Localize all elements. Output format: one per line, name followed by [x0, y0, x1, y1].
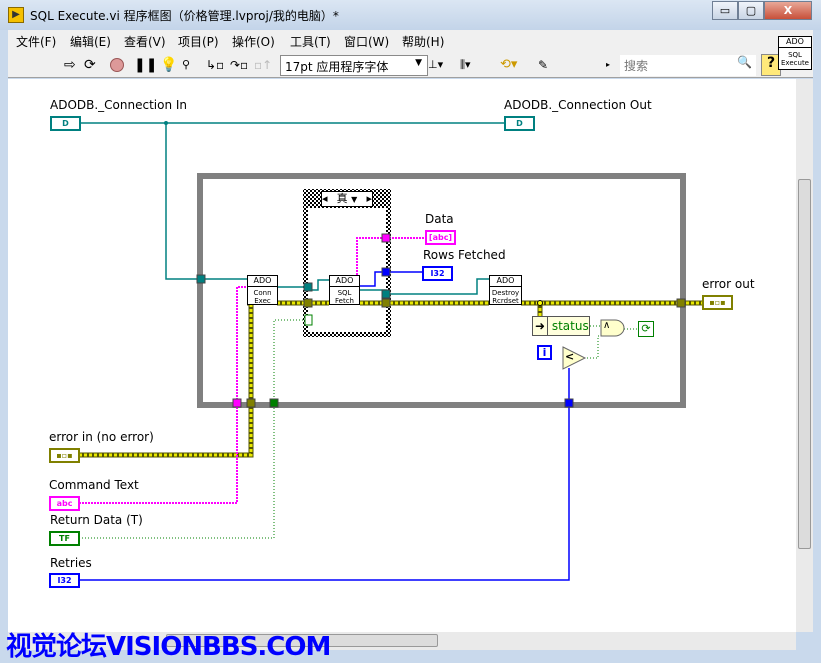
node-line2: Rcrdset	[492, 297, 519, 305]
increment-arrow-icon[interactable]: ▸	[366, 192, 372, 205]
horizontal-scrollbar[interactable]	[8, 632, 796, 650]
and-symbol: ∧	[603, 320, 611, 331]
chevron-down-icon: ▼	[415, 58, 422, 68]
step-into-icon[interactable]: ↳▫	[206, 58, 225, 72]
vi-icon-line2: SQL	[788, 51, 802, 59]
menu-tools[interactable]: 工具(T)	[290, 35, 331, 49]
tunnel-error-out	[676, 298, 686, 308]
search-placeholder: 搜索	[624, 59, 649, 73]
menu-operate[interactable]: 操作(O)	[232, 35, 275, 49]
and-node[interactable]	[600, 319, 625, 337]
node-line2: Exec	[254, 297, 271, 305]
search-input[interactable]: 搜索 🔍	[620, 55, 756, 76]
menu-view[interactable]: 查看(V)	[124, 35, 166, 49]
expand-arrow-icon[interactable]: ▸	[606, 60, 611, 69]
run-arrow-icon[interactable]: ⇨	[64, 57, 76, 73]
conn-in-terminal[interactable]: D	[50, 116, 81, 131]
error-in-label: error in (no error)	[49, 430, 154, 444]
toolbar: ⇨ ⟳ ❚❚ 💡 ⚲ ↳▫ ↷▫ ▫↑ 17pt 应用程序字体 ▼ ⊥▾ ⫼▾ ⟲…	[8, 52, 813, 78]
node-line1: Destroy	[491, 289, 520, 297]
node-line2: Fetch	[335, 297, 354, 305]
labview-icon: ▶	[8, 7, 24, 23]
tunnel-string	[232, 398, 242, 408]
close-button[interactable]: X	[764, 1, 812, 20]
step-out-icon[interactable]: ▫↑	[254, 58, 273, 72]
menu-window[interactable]: 窗口(W)	[344, 35, 390, 49]
node-line1: SQL	[337, 289, 352, 297]
vi-icon-line1: ADO	[779, 37, 811, 48]
case-selector[interactable]: ◂ 真 ▼ ▸	[321, 191, 373, 207]
return-data-terminal[interactable]: TF	[49, 531, 80, 546]
decrement-arrow-icon[interactable]: ◂	[322, 192, 328, 205]
title-bar: ▶ SQL Execute.vi 程序框图（价格管理.lvproj/我的电脑）*…	[0, 0, 821, 30]
tunnel-int	[564, 398, 574, 408]
chevron-down-icon[interactable]: ▼	[351, 195, 358, 204]
return-data-label: Return Data (T)	[50, 513, 143, 527]
arrow-right-icon: ➜	[533, 317, 548, 335]
vertical-scrollbar[interactable]	[796, 79, 813, 632]
block-diagram[interactable]	[8, 79, 796, 632]
align-objects-icon[interactable]: ⊥▾	[428, 58, 444, 71]
minimize-button[interactable]: ▭	[712, 1, 738, 20]
reorder-icon[interactable]: ⟲▾	[500, 57, 518, 72]
less-symbol: <	[565, 350, 575, 363]
conn-out-terminal[interactable]: D	[504, 116, 535, 131]
less-than-node[interactable]	[562, 346, 587, 370]
loop-condition-icon[interactable]: ⟳	[638, 321, 654, 337]
retries-label: Retries	[50, 556, 92, 570]
rows-fetched-label: Rows Fetched	[423, 248, 506, 262]
node-header: ADO	[490, 276, 521, 287]
run-continuously-icon[interactable]: ⟳	[84, 57, 96, 73]
unbundle-status-label: status	[551, 319, 589, 333]
vertical-scroll-thumb[interactable]	[798, 179, 811, 549]
rows-fetched-terminal[interactable]: I32	[422, 266, 453, 281]
menu-bar: 文件(F) 编辑(E) 查看(V) 项目(P) 操作(O) 工具(T) 窗口(W…	[8, 30, 813, 52]
data-terminal[interactable]: [abc]	[425, 230, 456, 245]
error-out-label: error out	[702, 277, 755, 291]
menu-edit[interactable]: 编辑(E)	[70, 35, 111, 49]
error-out-terminal[interactable]: ▪▫▪	[702, 295, 733, 310]
command-text-label: Command Text	[49, 478, 139, 492]
highlight-execution-icon[interactable]: 💡	[160, 57, 178, 73]
data-label: Data	[425, 212, 454, 226]
vi-icon[interactable]: ADO SQL Execute	[778, 36, 812, 70]
font-select[interactable]: 17pt 应用程序字体 ▼	[280, 55, 428, 76]
clean-up-diagram-icon[interactable]: ✎	[538, 58, 549, 72]
vi-icon-line3: Execute	[781, 59, 809, 67]
horizontal-scroll-thumb[interactable]	[166, 634, 438, 647]
retries-terminal[interactable]: I32	[49, 573, 80, 588]
node-header: ADO	[330, 276, 359, 287]
while-loop[interactable]	[197, 173, 686, 408]
tunnel-error	[246, 398, 256, 408]
font-select-value: 17pt 应用程序字体	[285, 60, 389, 74]
command-text-terminal[interactable]: abc	[49, 496, 80, 511]
tunnel-refnum	[196, 274, 206, 284]
restore-button[interactable]: ▢	[738, 1, 764, 20]
pause-icon[interactable]: ❚❚	[134, 57, 158, 73]
conn-out-label: ADODB._Connection Out	[504, 98, 652, 112]
menu-file[interactable]: 文件(F)	[16, 35, 57, 49]
abort-icon[interactable]	[110, 58, 124, 72]
conn-in-label: ADODB._Connection In	[50, 98, 188, 112]
menu-project[interactable]: 项目(P)	[178, 35, 219, 49]
node-header: ADO	[248, 276, 277, 287]
distribute-objects-icon[interactable]: ⫼▾	[460, 58, 471, 71]
tunnel-bool	[269, 398, 279, 408]
menu-help[interactable]: 帮助(H)	[402, 35, 445, 49]
case-selector-value: 真	[336, 192, 348, 205]
search-icon[interactable]: 🔍	[737, 55, 752, 69]
node-line1: Conn	[253, 289, 272, 297]
step-over-icon[interactable]: ↷▫	[230, 58, 249, 72]
retain-wire-values-icon[interactable]: ⚲	[182, 58, 191, 71]
window-title: SQL Execute.vi 程序框图（价格管理.lvproj/我的电脑）*	[30, 9, 339, 23]
unbundle-by-name[interactable]: ➜ status	[532, 316, 590, 336]
watermark: 视觉论坛VISIONBBS.COM	[6, 632, 331, 662]
error-in-terminal[interactable]: ▪▫▪	[49, 448, 80, 463]
iteration-terminal[interactable]: i	[537, 345, 552, 360]
